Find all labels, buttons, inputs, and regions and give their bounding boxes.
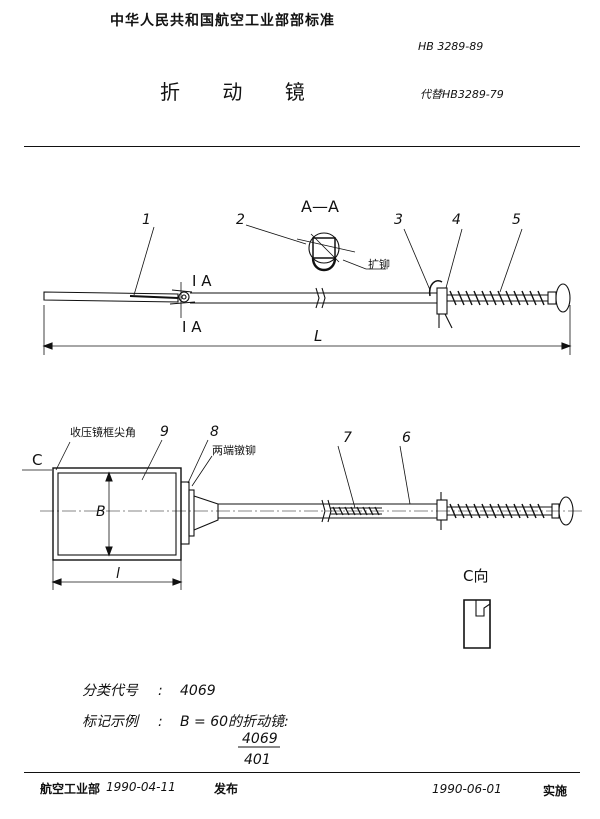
footer-issuer: 航空工业部 — [40, 782, 101, 796]
corner-note: 收压镜框尖角 — [70, 425, 136, 439]
callout-7: 7 — [343, 430, 352, 446]
marking-numerator: 4069 — [242, 731, 278, 747]
section-title: A—A — [301, 197, 339, 216]
standard-number: HB 3289-89 — [418, 40, 484, 53]
view-c-title: C向 — [463, 567, 488, 585]
callout-1: 1 — [142, 212, 151, 228]
footer-implementation-word: 实施 — [543, 784, 568, 798]
footer-issue-word: 发布 — [214, 782, 239, 796]
section-marker-top: I A — [192, 272, 212, 290]
side-view — [42, 226, 572, 355]
width-label: B — [96, 504, 106, 520]
classification-value: 4069 — [180, 683, 216, 699]
marking-label: 标记示例 — [82, 714, 140, 730]
marking-text: B = 60的折动镜: — [180, 714, 289, 730]
length-label: L — [314, 327, 322, 345]
classification-colon: : — [158, 683, 163, 699]
footer-divider — [24, 772, 580, 773]
header-divider — [24, 146, 580, 147]
replaces-note: 代替HB3289-79 — [420, 88, 504, 101]
marking-denominator: 401 — [244, 752, 271, 768]
callout-6: 6 — [402, 430, 411, 446]
top-view — [22, 439, 585, 590]
view-c-detail — [463, 599, 491, 649]
callout-2: 2 — [236, 212, 245, 228]
view-c-marker: C — [32, 451, 42, 469]
footer-implementation-date: 1990-06-01 — [432, 782, 502, 796]
marking-colon: : — [158, 714, 163, 730]
footer-issue-date: 1990-04-11 — [106, 780, 176, 794]
section-marker-bottom: I A — [182, 318, 202, 336]
document-title: 折 动 镜 — [160, 80, 323, 104]
callout-8: 8 — [210, 424, 219, 440]
classification-label: 分类代号 — [82, 683, 139, 699]
callout-4: 4 — [452, 212, 461, 228]
callout-3: 3 — [394, 212, 403, 228]
section-a-a-detail — [245, 224, 386, 272]
org-title: 中华人民共和国航空工业部部标准 — [110, 13, 335, 29]
callout-9: 9 — [160, 424, 169, 440]
both-ends-note: 两端镦铆 — [212, 443, 256, 457]
inner-length-label: l — [116, 566, 120, 582]
technical-drawing: A—A 1 2 3 4 5 扩铆 I A I A L 收压镜框尖角 9 8 两端… — [22, 197, 585, 768]
rivet-note: 扩铆 — [368, 257, 390, 271]
callout-5: 5 — [512, 212, 521, 228]
